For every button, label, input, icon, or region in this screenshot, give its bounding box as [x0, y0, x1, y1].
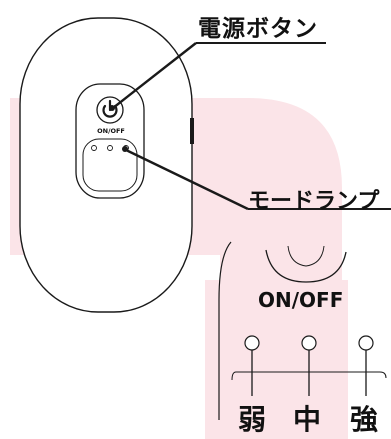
level-label-weak: 弱	[238, 403, 267, 436]
zoom-lamp-strong	[358, 335, 374, 351]
zoom-lamp-weak	[244, 335, 260, 351]
mode-lamp-weak	[91, 145, 97, 151]
device-side-tab	[190, 118, 194, 144]
control-panel-inner	[82, 138, 138, 192]
power-button-callout: 電源ボタン	[198, 16, 318, 42]
device-onoff-label: ON/OFF	[97, 127, 125, 135]
zoom-onoff-label: ON/OFF	[258, 288, 344, 312]
mode-lamp-mid	[107, 145, 113, 151]
level-label-mid: 中	[293, 403, 322, 436]
power-callout-leader	[109, 42, 326, 111]
level-label-strong: 強	[350, 403, 379, 436]
zoom-panel-outline	[218, 241, 232, 420]
mode-lamp-callout: モードランプ	[248, 189, 380, 214]
zoom-mode-lamps	[231, 335, 387, 396]
zoom-power-button-arc[interactable]	[265, 249, 347, 283]
zoom-lamp-mid	[301, 335, 317, 351]
mode-lamp-callout-leader	[122, 146, 391, 211]
zoom-power-button-inner-arc	[287, 245, 325, 267]
